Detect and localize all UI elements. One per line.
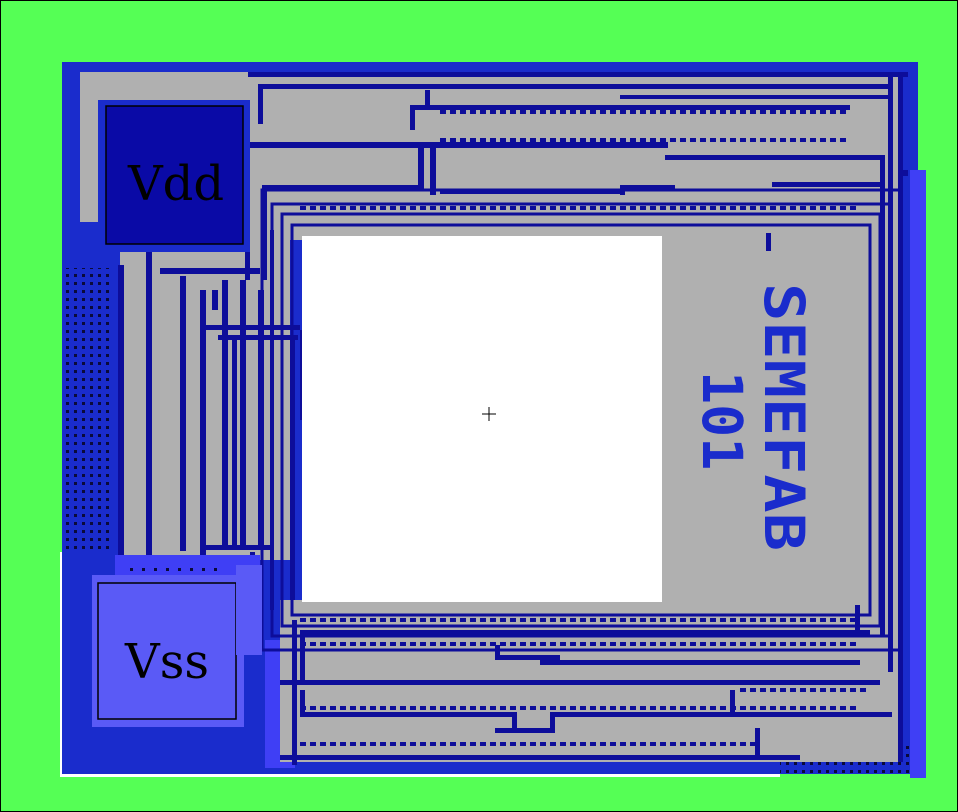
vdd-pad-inner bbox=[105, 105, 244, 245]
vss-pad[interactable]: Vss bbox=[92, 555, 262, 727]
vss-pad-inner bbox=[97, 582, 237, 720]
crosshair-icon bbox=[482, 407, 496, 421]
ring-dash-rows bbox=[270, 110, 866, 746]
chip-label-line1: SEMEFAB bbox=[752, 283, 816, 551]
left-via-array bbox=[66, 268, 112, 550]
right-metal-strip bbox=[910, 170, 926, 778]
vss-pad-top-bar bbox=[115, 555, 260, 577]
left-wiring bbox=[118, 250, 322, 642]
label-panel bbox=[668, 232, 858, 604]
chip-label-line2: 101 bbox=[690, 371, 754, 470]
top-wiring bbox=[245, 72, 908, 762]
vss-label: Vss bbox=[124, 634, 209, 690]
vss-dots bbox=[130, 568, 217, 571]
label-panel-tick bbox=[766, 233, 771, 251]
vdd-pad[interactable]: Vdd bbox=[98, 100, 250, 252]
open-window bbox=[302, 236, 662, 602]
vdd-label: Vdd bbox=[127, 156, 224, 212]
chip-label: SEMEFAB 101 bbox=[690, 283, 816, 551]
bottom-wiring bbox=[280, 605, 892, 765]
vss-pad-side bbox=[236, 565, 262, 655]
